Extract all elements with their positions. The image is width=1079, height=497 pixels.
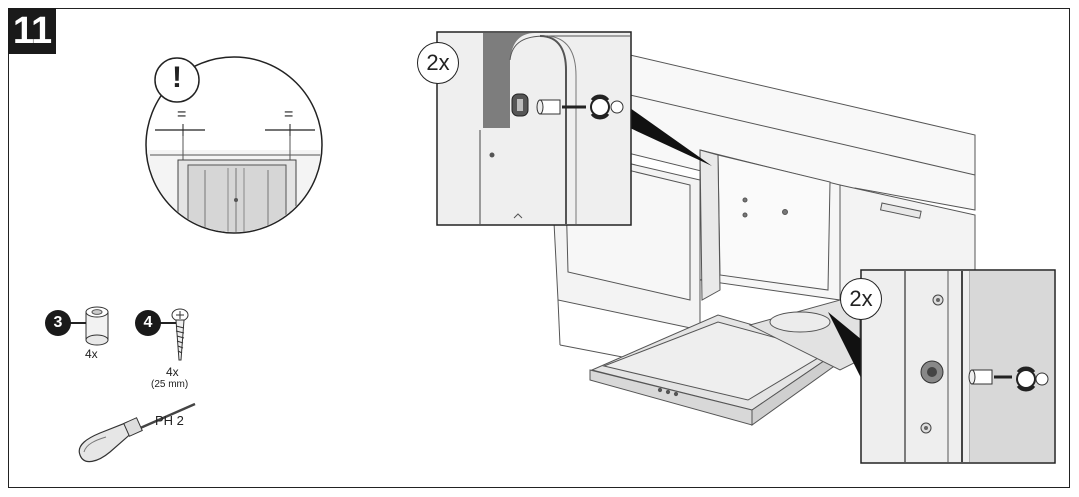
part-badge-spacer: 3 — [45, 310, 71, 336]
warning-symbol: ! — [172, 61, 182, 94]
top-detail-count: 2x — [417, 42, 459, 84]
spacer-quantity: 4x — [85, 347, 98, 361]
top-callout-pointer — [630, 108, 712, 166]
top-detail-view — [436, 31, 632, 226]
equal-mark-left: = — [177, 106, 187, 123]
part-badge-screw: 4 — [135, 310, 161, 336]
bottom-callout-pointer — [828, 312, 862, 380]
bottom-detail-view — [860, 269, 1056, 464]
step-number: 11 — [8, 8, 56, 54]
equal-mark-right: = — [284, 106, 294, 123]
screw-quantity: 4x — [166, 365, 179, 379]
screw-size: (25 mm) — [151, 379, 189, 390]
screw-part — [160, 308, 189, 361]
spacer-part — [70, 306, 109, 346]
bottom-detail-count: 2x — [840, 278, 882, 320]
screwdriver-tool — [78, 402, 196, 463]
screwdriver-label: PH 2 — [155, 413, 184, 428]
instruction-frame — [8, 8, 1070, 488]
